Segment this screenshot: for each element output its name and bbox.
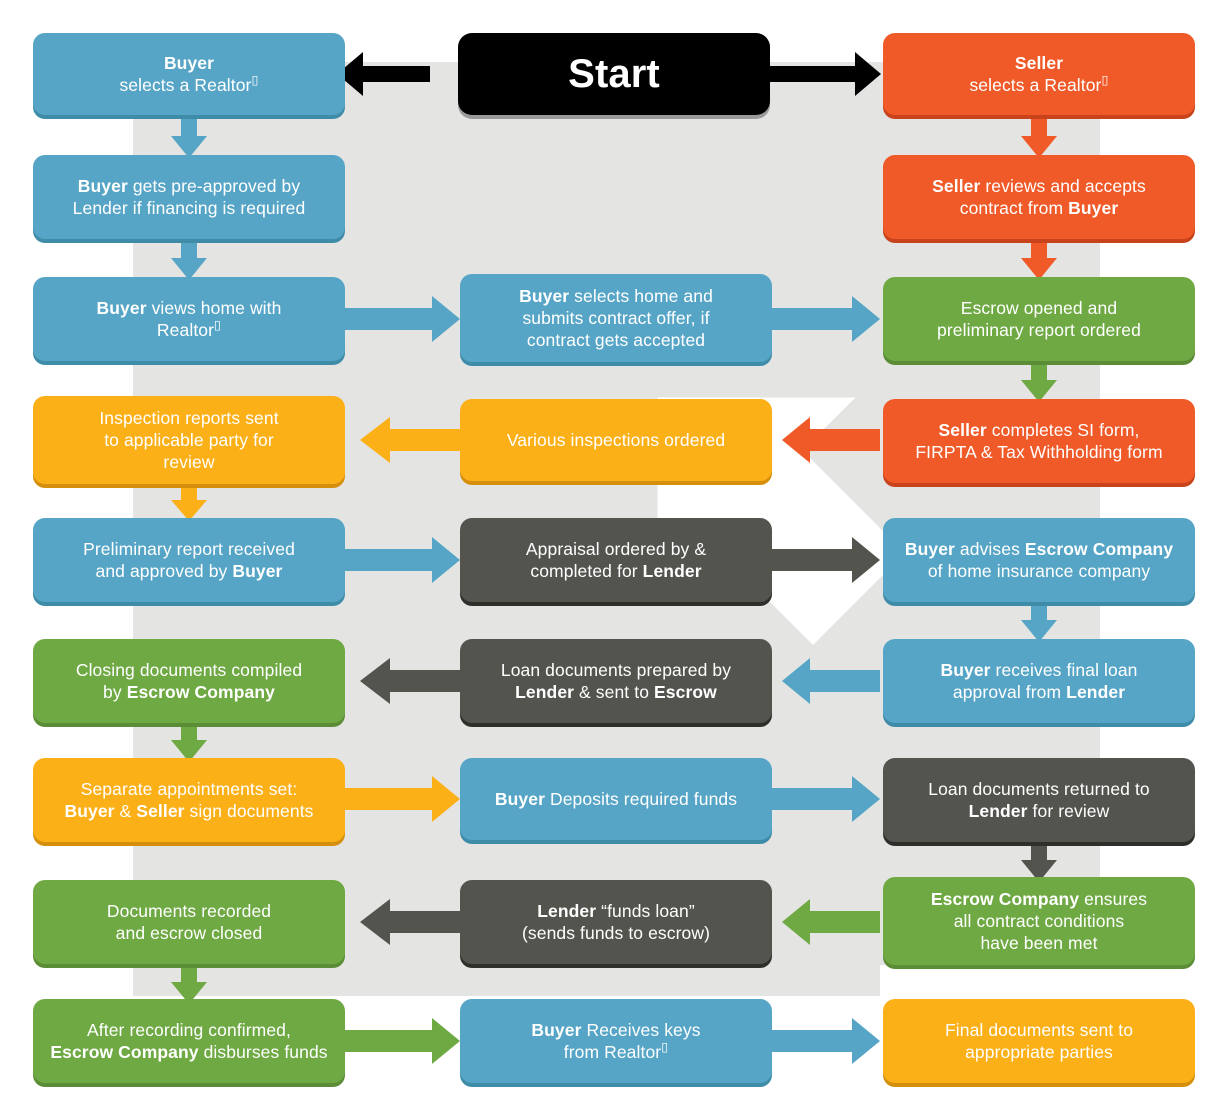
connector-c8: [782, 417, 880, 463]
connector-start-to-buyer: [337, 52, 430, 96]
node-label: Seller completes SI form,FIRPTA & Tax Wi…: [915, 419, 1163, 462]
connector-c24: [772, 1018, 880, 1064]
connector-c14: [782, 658, 880, 704]
connector-c1: [171, 118, 207, 158]
node-seller-completes-si-form[interactable]: Seller completes SI form,FIRPTA & Tax Wi…: [883, 399, 1195, 483]
connector-c13: [1021, 603, 1057, 642]
connector-c2: [171, 240, 207, 280]
node-lender-funds-loan[interactable]: Lender “funds loan”(sends funds to escro…: [460, 880, 772, 964]
node-separate-appointments[interactable]: Separate appointments set:Buyer & Seller…: [33, 758, 345, 842]
connector-c11: [345, 537, 460, 583]
connector-c12: [772, 537, 880, 583]
connector-c15: [360, 658, 460, 704]
connector-c21: [360, 899, 460, 945]
connector-c6: [1021, 240, 1057, 280]
connector-start-to-seller: [768, 52, 881, 96]
node-buyer-deposits-funds[interactable]: Buyer Deposits required funds: [460, 758, 772, 840]
connector-c20: [782, 899, 880, 945]
connector-c16: [171, 724, 207, 762]
node-start-label: Start: [568, 51, 660, 96]
connector-c3: [345, 296, 460, 342]
connector-c9: [360, 417, 460, 463]
node-label: Buyer Deposits required funds: [494, 788, 738, 809]
node-label: After recording confirmed,Escrow Company…: [50, 1019, 328, 1062]
node-label: Various inspections ordered: [506, 429, 726, 450]
node-label: Separate appointments set:Buyer & Seller…: [64, 778, 314, 821]
connector-c7: [1021, 362, 1057, 402]
node-label: Appraisal ordered by &completed for Lend…: [525, 538, 707, 581]
node-appraisal-ordered[interactable]: Appraisal ordered by &completed for Lend…: [460, 518, 772, 602]
connector-c23: [345, 1018, 460, 1064]
node-escrow-disburses-funds[interactable]: After recording confirmed,Escrow Company…: [33, 999, 345, 1083]
node-label: Lender “funds loan”(sends funds to escro…: [521, 900, 711, 943]
connector-c18: [772, 776, 880, 822]
node-various-inspections[interactable]: Various inspections ordered: [460, 399, 772, 481]
connector-c5: [1021, 118, 1057, 158]
connector-c17: [345, 776, 460, 822]
connector-c10: [171, 484, 207, 521]
connector-c4: [772, 296, 880, 342]
node-start[interactable]: Start: [458, 33, 770, 115]
